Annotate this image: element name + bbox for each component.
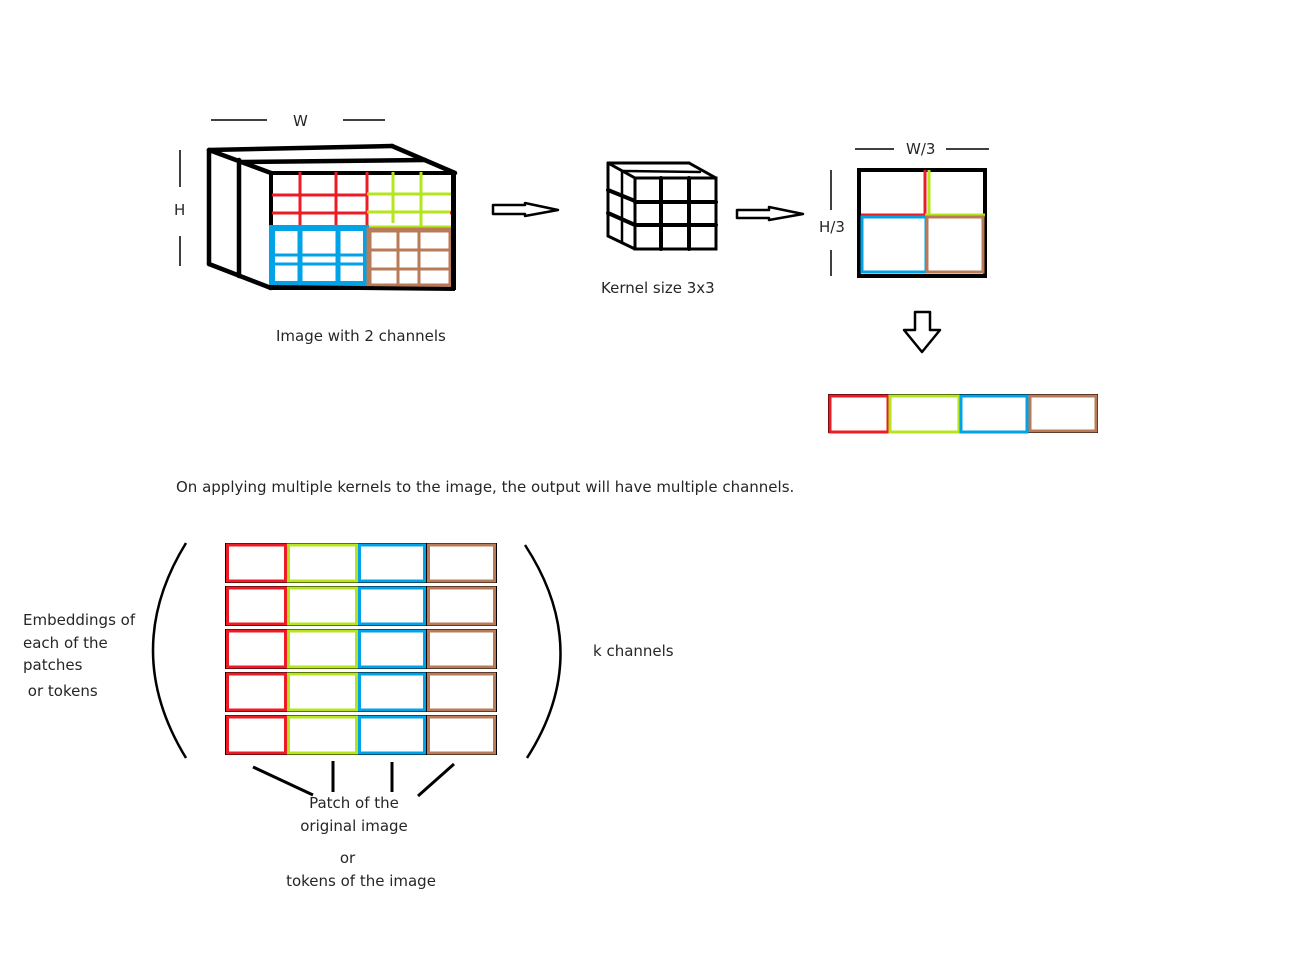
patch-token-cell [358, 629, 426, 669]
output-width-label: W/3 [906, 140, 936, 158]
channel-stack [225, 543, 497, 755]
width-label: W [293, 112, 308, 130]
height-label: H [174, 201, 186, 219]
patch-token-cell [226, 629, 287, 669]
embeddings-label-line-3: patches [23, 656, 83, 674]
patch-red-grid [272, 172, 369, 226]
patch-token-cell [226, 715, 287, 755]
patch-token-cell [427, 672, 496, 712]
embeddings-label-line-1: Embeddings of [23, 611, 136, 629]
embeddings-label-line-2: each of the [23, 633, 108, 652]
patch-token-cell [358, 715, 426, 755]
patch-label-line-2: original image [300, 816, 408, 835]
patch-green-grid [367, 172, 452, 229]
embeddings-label-line-4: or tokens [23, 681, 98, 700]
patch-label-line-3: or [339, 849, 356, 867]
patch-blue-grid [269, 225, 369, 287]
patch-token-cell [226, 543, 287, 583]
k-channels-label: k channels [593, 642, 674, 660]
patch-token-cell [427, 543, 496, 583]
left-bracket [151, 542, 188, 759]
arrow-right-icon-2 [735, 205, 805, 222]
patch-token-cell [358, 543, 426, 583]
patch-token-cell [287, 672, 358, 712]
arrow-down-icon [902, 310, 942, 354]
patch-token-cell [287, 586, 358, 626]
channel-row [225, 543, 497, 583]
patch-label-line-1: Patch of the [309, 794, 399, 812]
patch-token-cell [427, 715, 496, 755]
right-bracket [523, 544, 562, 759]
back-channel [206, 143, 458, 291]
patch-token-cell [287, 543, 358, 583]
arrow-right-icon [491, 201, 560, 218]
channel-row [225, 586, 497, 626]
patch-pointer-lines [252, 761, 455, 798]
patch-token-cell [358, 586, 426, 626]
channel-row [225, 672, 497, 712]
patch-token-cell [226, 586, 287, 626]
patch-token-cell [287, 715, 358, 755]
patch-token-cell [287, 629, 358, 669]
embeddings-label: Embeddings of each of the patches or tok… [23, 609, 135, 702]
patch-token-cell [427, 586, 496, 626]
kernel-cube [606, 161, 718, 251]
flattened-patches [828, 394, 1098, 434]
patch-token-cell [358, 672, 426, 712]
channel-row [225, 715, 497, 755]
input-image-block [179, 119, 458, 291]
input-image-caption: Image with 2 channels [276, 327, 446, 345]
multi-kernel-note: On applying multiple kernels to the imag… [176, 478, 795, 496]
patch-token-cell [427, 629, 496, 669]
patch-label-line-4: tokens of the image [286, 871, 436, 890]
output-feature-map [830, 148, 989, 278]
channel-row [225, 629, 497, 669]
kernel-caption: Kernel size 3x3 [601, 279, 715, 297]
output-height-label: H/3 [819, 218, 845, 236]
patch-token-cell [226, 672, 287, 712]
patch-label: Patch of the original image or tokens of… [286, 792, 436, 892]
